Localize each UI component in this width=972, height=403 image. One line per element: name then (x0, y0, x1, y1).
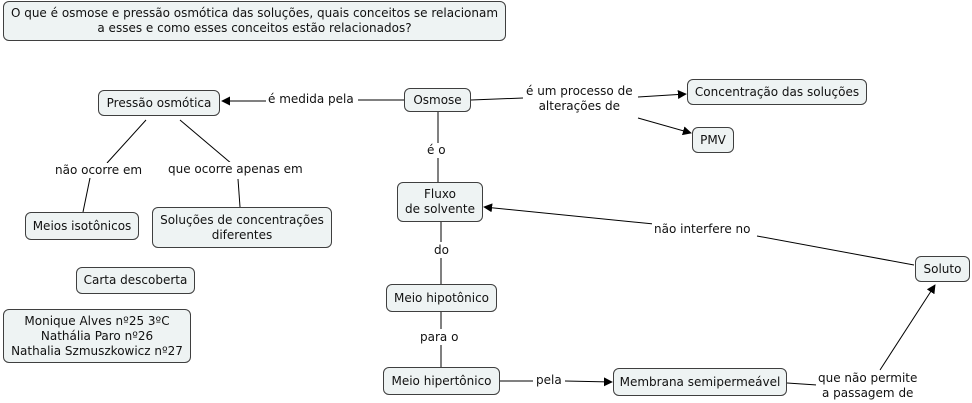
link-label-medida: é medida pela (266, 92, 356, 107)
link-membrana-naopermite (786, 382, 818, 386)
node-pmv[interactable]: PMV (692, 127, 734, 153)
link-naoocorre-isotonicos (82, 177, 91, 213)
node-meio-hipotonico[interactable]: Meio hipotônico (386, 284, 497, 312)
link-pressao-ocorre (179, 119, 233, 165)
link-pela-membrana (564, 377, 613, 387)
link-label-processo: é um processo de alterações de (524, 84, 635, 114)
node-membrana-semipermeavel[interactable]: Membrana semipermeável (613, 368, 787, 396)
link-processo-pmv (637, 117, 692, 136)
node-carta-descoberta[interactable]: Carta descoberta (76, 267, 195, 294)
link-osmose-processo (470, 97, 524, 101)
link-label-ocorre-apenas: que ocorre apenas em (166, 162, 305, 177)
link-soluto-naointerfere (756, 235, 915, 266)
link-pressao-naoocorre (106, 119, 147, 164)
link-label-nao-interfere: não interfere no (652, 222, 753, 237)
link-label-eo: é o (425, 143, 448, 158)
link-label-nao-ocorre: não ocorre em (53, 163, 145, 178)
node-autores[interactable]: Monique Alves nº25 3ºC Nathália Paro nº2… (3, 309, 191, 363)
link-label-nao-permite: que não permite a passagem de (816, 371, 920, 401)
focus-question[interactable]: O que é osmose e pressão osmótica das so… (3, 1, 506, 41)
link-processo-concentracao (637, 90, 687, 99)
link-ocorre-solucoes (237, 178, 241, 208)
node-concentracao-solucoes[interactable]: Concentração das soluções (687, 79, 867, 105)
link-naointerfere-fluxo (483, 203, 655, 225)
link-label-pela: pela (534, 373, 564, 388)
node-meios-isotonicos[interactable]: Meios isotônicos (25, 212, 139, 240)
link-label-do: do (432, 243, 451, 258)
link-naopermite-soluto (879, 284, 936, 371)
node-meio-hipertonico[interactable]: Meio hipertônico (383, 367, 500, 395)
node-osmose[interactable]: Osmose (404, 88, 471, 112)
node-soluto[interactable]: Soluto (915, 256, 970, 282)
node-solucoes-concentracoes[interactable]: Soluções de concentrações diferentes (152, 207, 332, 248)
link-label-para-o: para o (418, 330, 461, 345)
node-pressao-osmotica[interactable]: Pressão osmótica (98, 90, 220, 116)
node-fluxo-solvente[interactable]: Fluxo de solvente (397, 182, 483, 222)
